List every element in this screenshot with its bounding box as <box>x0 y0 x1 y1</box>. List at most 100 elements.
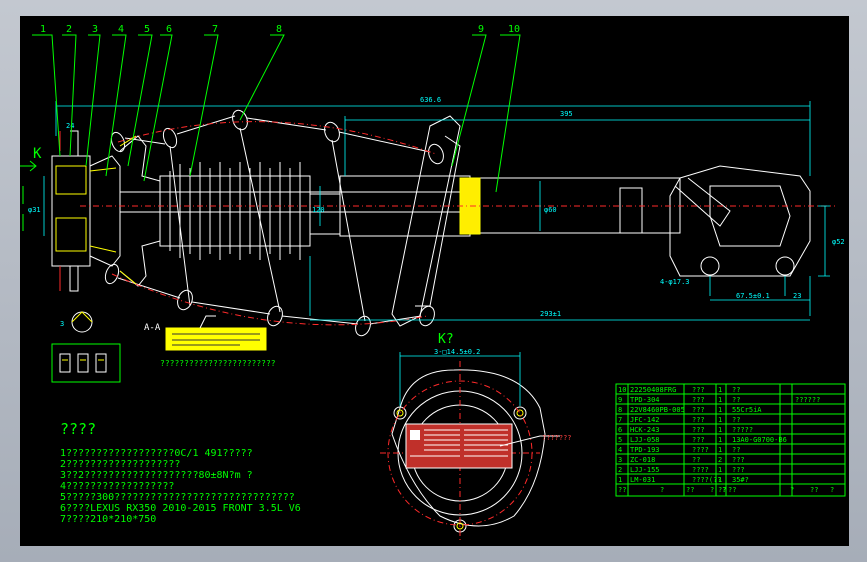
bom-cell-name: ????(?? <box>692 476 722 484</box>
balloon-3: 3 <box>92 24 98 35</box>
bom-cell-mat: ?? <box>732 396 740 404</box>
bom-cell-no: 3 <box>618 456 622 464</box>
bom-cell-name: ??? <box>692 396 705 404</box>
bom-footer-cell: ? <box>710 486 714 494</box>
dim-31: φ31 <box>28 206 41 214</box>
bom-cell-mat: 55Cr5iA <box>732 406 762 414</box>
bom-cell-no: 8 <box>618 406 622 414</box>
bom-table <box>615 383 846 497</box>
knuckle-bracket <box>669 165 811 277</box>
bom-cell-qty: 2 <box>718 456 722 464</box>
bom-cell-name: ???? <box>692 446 709 454</box>
note-line-6: 6????LEXUS RX350 2010-2015 FRONT 3.5L V6 <box>60 503 301 514</box>
yellow-note-box <box>165 327 267 351</box>
bom-cell-code: LM-031 <box>630 476 655 484</box>
bom-cell-name: ??? <box>692 426 705 434</box>
bom-cell-qty: 1 <box>718 426 722 434</box>
strut-assembly <box>51 115 811 327</box>
section-aa-label: A-A <box>144 323 161 333</box>
balloon-5: 5 <box>144 24 150 35</box>
bom-cell-qty: 1 <box>718 466 722 474</box>
spring-upper-path <box>117 121 437 155</box>
dim-52: φ52 <box>832 238 845 246</box>
balloon-8: 8 <box>276 24 282 35</box>
spring-lower-path <box>111 273 428 326</box>
balloon-4: 4 <box>118 24 124 35</box>
piston-rod <box>119 191 471 213</box>
bom-cell-name: ??? <box>692 436 705 444</box>
red-label-icon <box>410 430 420 440</box>
red-label-leader <box>499 435 560 447</box>
bom-cell-code: 22V8460PB-005 <box>630 406 685 414</box>
mount-stud <box>69 130 79 292</box>
note-line-7: 7????210*210*750 <box>60 514 156 525</box>
dimension-lines <box>43 101 830 321</box>
yellow-note-lines <box>172 333 260 346</box>
bom-cell-no: 9 <box>618 396 622 404</box>
yellow-note-text: ???????????????????????? <box>160 359 276 368</box>
dim-395: 395 <box>560 110 573 118</box>
bom-cell-no: 7 <box>618 416 622 424</box>
seat-rubber <box>119 135 137 285</box>
dim-636: 636.6 <box>420 96 441 104</box>
dim-293: 293±1 <box>540 310 561 318</box>
bom-cell-code: ZC-018 <box>630 456 655 464</box>
note-line-3: 3??2???????????????????80±8N?m ? <box>60 470 253 481</box>
balloon-10: 10 <box>508 24 520 35</box>
red-warning-label <box>405 423 513 469</box>
bom-cell-code: HCK-243 <box>630 426 660 434</box>
note-line-1: 1??????????????????0C/1 491????? <box>60 448 253 459</box>
bom-footer-cell: ? <box>790 486 794 494</box>
section-aa-detail <box>71 311 93 333</box>
bom-cell-code: 22250408FRG <box>630 386 676 394</box>
bom-cell-name: ??? <box>692 386 705 394</box>
spring-seat-upper <box>119 135 161 287</box>
balloon-leaders <box>32 34 521 193</box>
bom-cell-mat: ?? <box>732 416 740 424</box>
bom-cell-mat: ?? <box>732 446 740 454</box>
red-label-text-lines <box>410 429 508 457</box>
bom-cell-code: TPD-193 <box>630 446 660 454</box>
spring-seat-lower <box>391 115 461 327</box>
view-k-arrow <box>20 160 37 172</box>
note-line-4: 4?????????????????? <box>60 481 174 492</box>
note-line-5: 5?????300?????????????????????????????? <box>60 492 295 503</box>
bom-cell-qty: 1 <box>718 396 722 404</box>
bom-cell-no: 4 <box>618 446 622 454</box>
bom-cell-qty: 1 <box>718 446 722 454</box>
bom-cell-note: ?????? <box>795 396 820 404</box>
bom-cell-name: ???? <box>692 466 709 474</box>
balloon-6: 6 <box>166 24 172 35</box>
bom-footer-cell: ?? <box>810 486 818 494</box>
mount-hole-2 <box>775 256 795 276</box>
bom-cell-qty: 1 <box>718 406 722 414</box>
bom-cell-mat: ??? <box>732 456 745 464</box>
bom-cell-code: TPD-304 <box>630 396 660 404</box>
dim-60: φ60 <box>544 206 557 214</box>
dim-675: 67.5±0.1 <box>736 292 770 300</box>
dim-plate: 3-□14.5±0.2 <box>434 348 480 356</box>
upper-mount <box>51 155 91 267</box>
bom-cell-qty: 1 <box>718 386 722 394</box>
drawing-canvas: 636.6 395 293±1 67.5±0.1 23 4-φ17.3 φ60 … <box>20 16 849 546</box>
dim-23: 23 <box>793 292 801 300</box>
bom-cell-mat: ????? <box>732 426 753 434</box>
bom-cell-no: 1 <box>618 476 622 484</box>
bom-footer-cell: ? <box>660 486 664 494</box>
bom-cell-mat: ??? <box>732 466 745 474</box>
bom-footer-cell: ? <box>722 486 726 494</box>
dim-3: 3 <box>60 320 64 328</box>
notes-title: ???? <box>60 420 96 438</box>
bom-cell-mat: 35#? <box>732 476 749 484</box>
bom-cell-name: ??? <box>692 416 705 424</box>
bom-footer-cell: ?? <box>718 486 726 494</box>
bom-cell-name: ?? <box>692 456 700 464</box>
bom-footer-cell: ?? <box>686 486 694 494</box>
bom-cell-qty: 1 <box>718 416 722 424</box>
bom-cell-code: LJJ-155 <box>630 466 660 474</box>
detail-view-parts <box>59 353 107 373</box>
bom-cell-no: 10 <box>618 386 626 394</box>
bracket-window <box>709 185 791 247</box>
dim-24: 24 <box>66 122 74 130</box>
bom-cell-no: 6 <box>618 426 622 434</box>
